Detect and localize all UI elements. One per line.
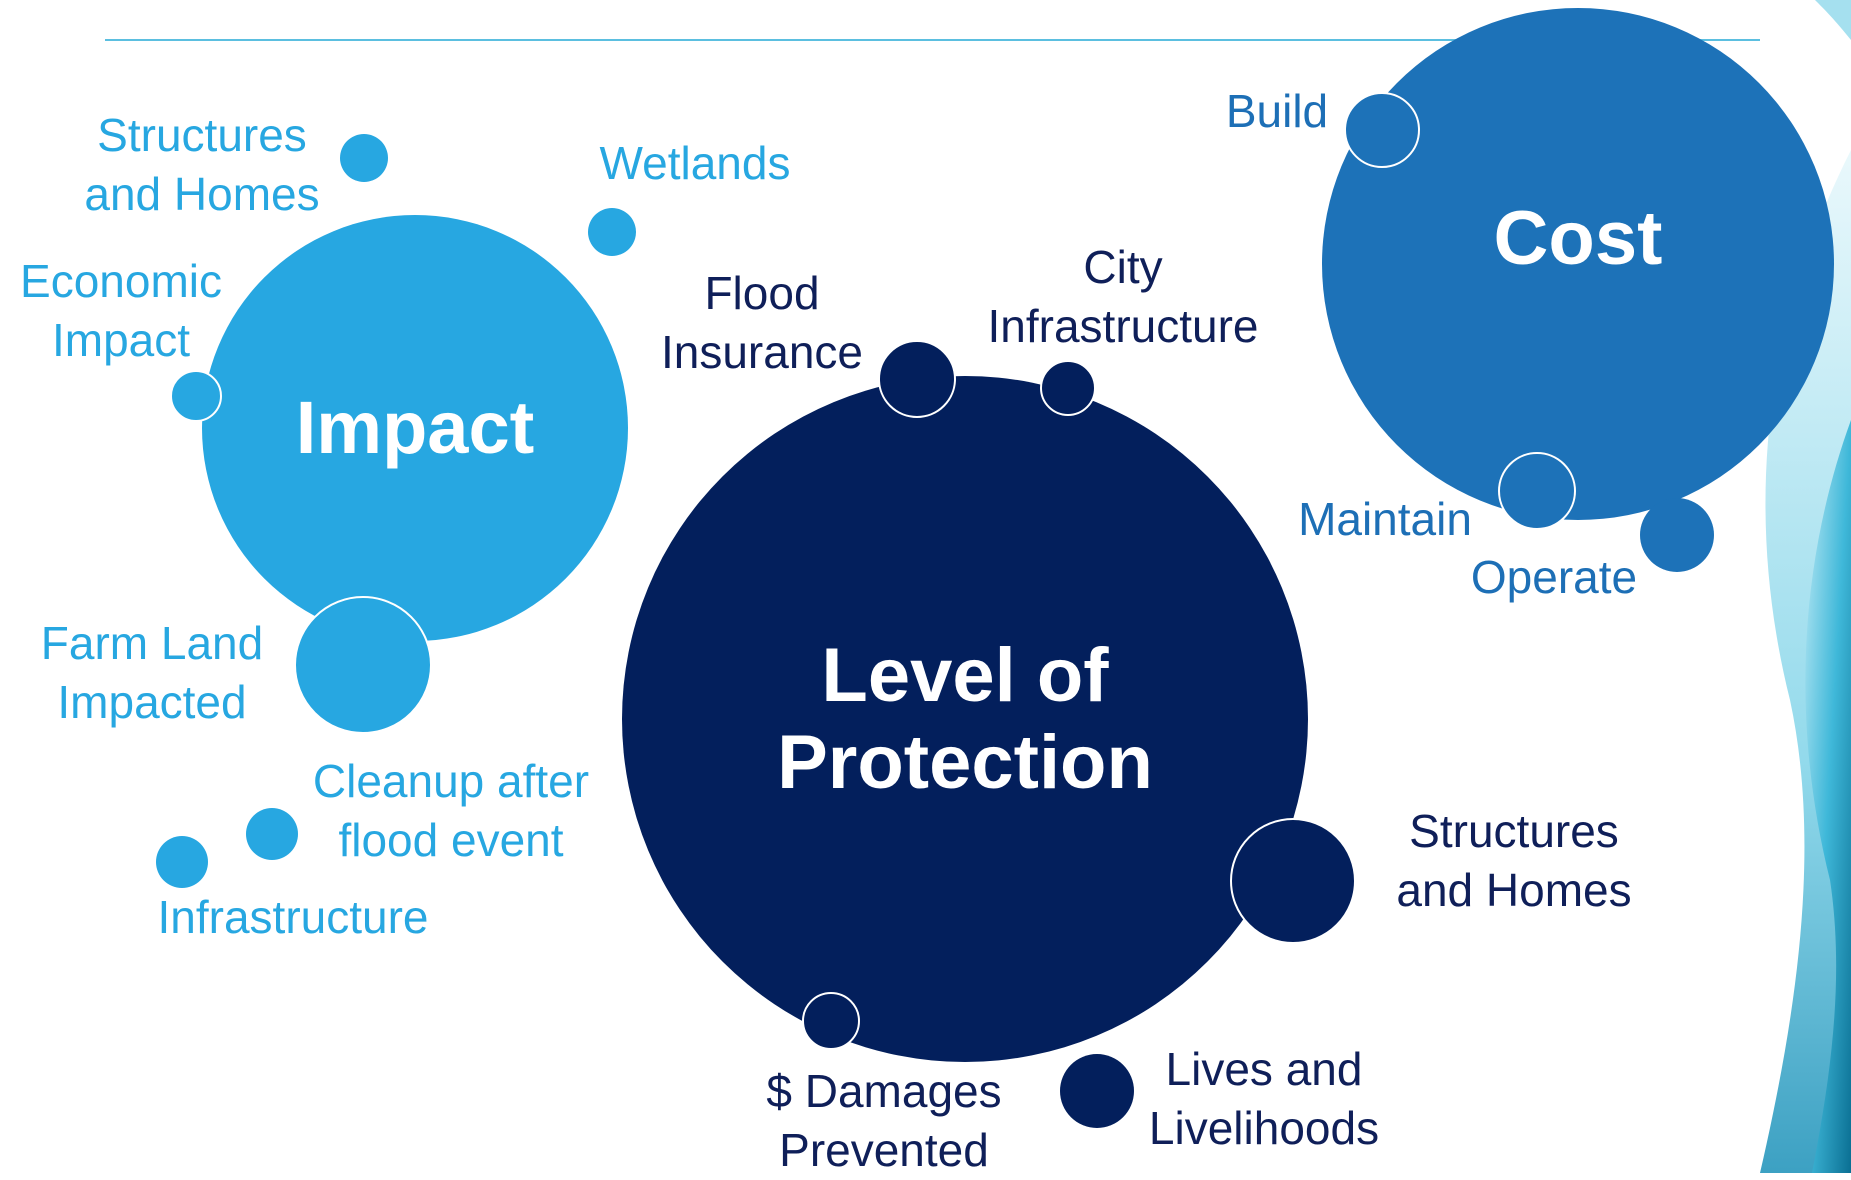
cost-circle: Cost <box>1322 8 1834 520</box>
wave-shape-front <box>1805 420 1851 1173</box>
impact-label-infrastructure: Infrastructure <box>157 891 429 943</box>
impact-node-economic <box>170 370 222 422</box>
impact-node-infrastructure <box>156 836 208 888</box>
impact-label-wetlands: Wetlands <box>599 137 791 189</box>
impact-title: Impact <box>295 386 535 470</box>
impact-circle: Impact <box>202 215 628 641</box>
impact-node-farm-land <box>294 596 432 734</box>
cost-label-operate: Operate <box>1470 551 1638 603</box>
cost-label-build: Build <box>1225 85 1329 137</box>
impact-node-wetlands <box>588 208 636 256</box>
impact-node-cleanup <box>246 808 298 860</box>
protection-node-flood-insurance <box>878 340 956 418</box>
cost-node-operate <box>1640 498 1714 572</box>
protection-node-lives <box>1060 1054 1134 1128</box>
cost-node-build <box>1344 92 1420 168</box>
protection-node-structures <box>1230 818 1356 944</box>
header-rule <box>105 39 1760 41</box>
protection-circle: Level of Protection <box>622 376 1308 1062</box>
protection-title: Level of Protection <box>777 632 1153 805</box>
impact-node-structures <box>340 134 388 182</box>
protection-node-city-infrastructure <box>1040 360 1096 416</box>
wave-shape-accent <box>1815 0 1851 40</box>
protection-node-damages <box>802 992 860 1050</box>
cost-node-maintain <box>1498 452 1576 530</box>
cost-label-maintain: Maintain <box>1298 493 1472 545</box>
cost-title: Cost <box>1493 196 1663 282</box>
